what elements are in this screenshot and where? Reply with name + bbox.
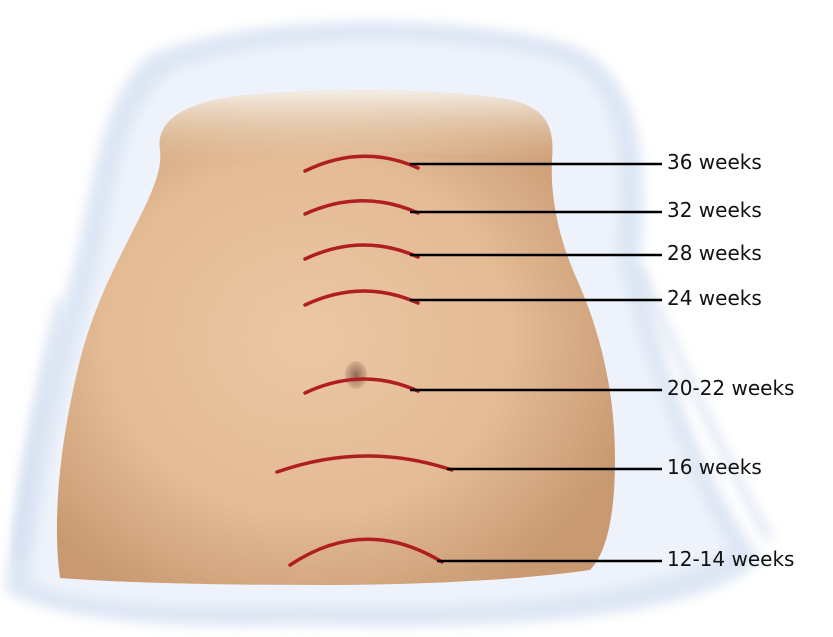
- label-12-14-weeks: 12-14 weeks: [667, 549, 794, 569]
- label-36-weeks: 36 weeks: [667, 152, 762, 172]
- label-16-weeks: 16 weeks: [667, 457, 762, 477]
- label-24-weeks: 24 weeks: [667, 288, 762, 308]
- label-28-weeks: 28 weeks: [667, 243, 762, 263]
- label-32-weeks: 32 weeks: [667, 200, 762, 220]
- label-20-22-weeks: 20-22 weeks: [667, 378, 794, 398]
- navel: [345, 361, 367, 389]
